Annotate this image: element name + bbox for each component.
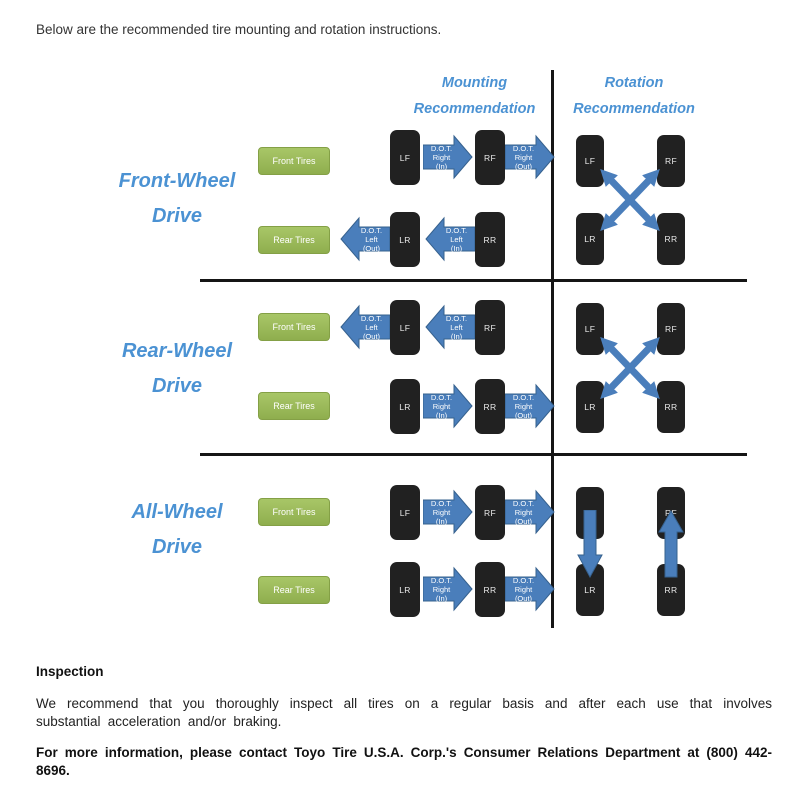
arrow-label: D.O.T. Left (In) [445,313,468,341]
arrow-label: D.O.T. Left (Out) [360,225,383,253]
rotation-tire-lr: LR [576,381,604,433]
rotation-tire-rf: RF [657,135,685,187]
dot-left-in-arrow: D.O.T. Left (In) [425,216,475,262]
tire-rr: RR [475,379,505,434]
rotation-tire-lf: LF [576,303,604,355]
arrow-label: D.O.T. Right (In) [430,392,453,420]
row-divider-line-2 [200,453,747,456]
cross-rotation-arrows [592,332,668,409]
tire-rf: RF [475,130,505,185]
arrow-label: D.O.T. Right (In) [430,498,453,526]
rotation-tire-lf: LF [576,135,604,187]
tire-rr: RR [475,562,505,617]
dot-left-out-arrow: D.O.T. Left (Out) [340,216,390,262]
rotation-arrow-down [577,509,603,583]
column-divider-line [551,70,554,628]
dot-right-out-arrow: D.O.T. Right (Out) [505,566,555,612]
tire-lf: LF [390,300,420,355]
arrow-label: D.O.T. Right (Out) [512,498,535,526]
tire-lr: LR [390,379,420,434]
dot-right-out-arrow: D.O.T. Right (Out) [505,489,555,535]
rotation-tire-rr: RR [657,381,685,433]
dot-right-out-arrow: D.O.T. Right (Out) [505,134,555,180]
front-tires-badge: Front Tires [258,498,330,526]
mounting-recommendation-header: Mounting Recommendation [413,75,536,117]
dot-right-in-arrow: D.O.T. Right (In) [423,489,473,535]
dot-left-in-arrow: D.O.T. Left (In) [425,304,475,350]
rotation-tire-rr: RR [657,213,685,265]
inspection-heading: Inspection [36,664,104,679]
dot-right-in-arrow: D.O.T. Right (In) [423,383,473,429]
row-title-rear-wheel-drive: Rear-Wheel Drive [121,340,233,397]
inspection-paragraph: We recommend that you thoroughly inspect… [36,695,772,729]
tire-rf: RF [475,300,505,355]
row-divider-line-1 [200,279,747,282]
arrow-label: D.O.T. Left (Out) [360,313,383,341]
arrow-label: D.O.T. Right (Out) [512,575,535,603]
dot-right-in-arrow: D.O.T. Right (In) [423,566,473,612]
cross-rotation-arrows [592,164,668,241]
intro-text: Below are the recommended tire mounting … [36,21,442,37]
tire-lf: LF [390,130,420,185]
rotation-arrow-up [658,509,684,583]
rotation-tire-rf: RF [657,303,685,355]
tire-lf: LF [390,485,420,540]
dot-right-out-arrow: D.O.T. Right (Out) [505,383,555,429]
row-title-front-wheel-drive: Front-Wheel Drive [118,170,236,227]
rear-tires-badge: Rear Tires [258,226,330,254]
front-tires-badge: Front Tires [258,147,330,175]
rotation-recommendation-header: Rotation Recommendation [573,75,695,117]
tire-lr: LR [390,212,420,267]
arrow-label: D.O.T. Right (Out) [512,143,535,171]
arrow-label: D.O.T. Left (In) [445,225,468,253]
tire-lr: LR [390,562,420,617]
dot-left-out-arrow: D.O.T. Left (Out) [340,304,390,350]
contact-paragraph: For more information, please contact Toy… [36,744,772,778]
arrow-label: D.O.T. Right (In) [430,143,453,171]
rear-tires-badge: Rear Tires [258,392,330,420]
tire-rf: RF [475,485,505,540]
front-tires-badge: Front Tires [258,313,330,341]
arrow-label: D.O.T. Right (In) [430,575,453,603]
dot-right-in-arrow: D.O.T. Right (In) [423,134,473,180]
tire-rr: RR [475,212,505,267]
rotation-tire-lr: LR [576,213,604,265]
row-title-all-wheel-drive: All-Wheel Drive [131,501,223,558]
arrow-label: D.O.T. Right (Out) [512,392,535,420]
rear-tires-badge: Rear Tires [258,576,330,604]
